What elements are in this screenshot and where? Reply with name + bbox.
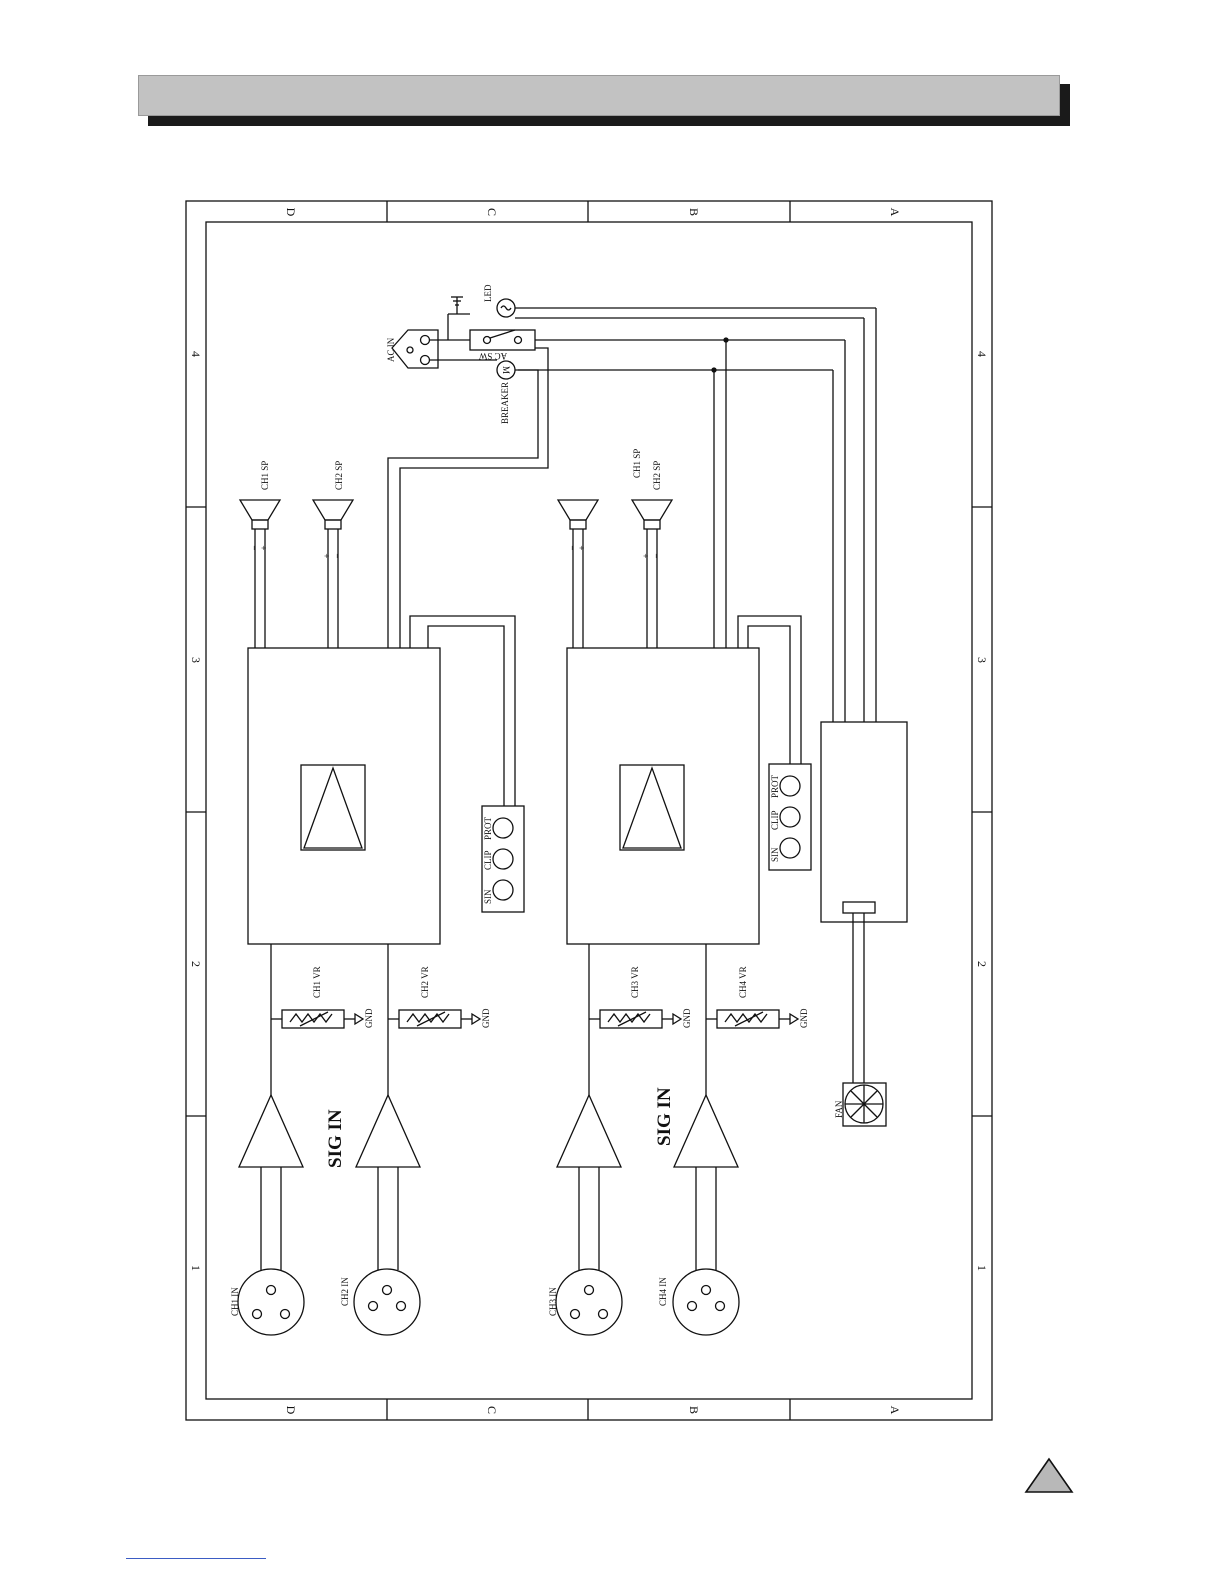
ch3-vr-label: CH3 VR <box>630 966 640 998</box>
gnd-label-4: GND <box>799 1008 809 1028</box>
ch3-in-label: CH3 IN <box>548 1287 558 1316</box>
zone-label-right-4: 4 <box>975 351 989 357</box>
polarity-minus-sp1b: − <box>567 545 577 550</box>
zone-label-left-3: 3 <box>189 657 203 663</box>
inner-frame <box>206 222 972 1399</box>
ch2-speaker-1 <box>313 500 353 520</box>
zone-label-left-2: 2 <box>189 961 203 967</box>
ch3-input-buffer <box>557 1095 621 1167</box>
ch1-sp-label-amp2: CH1 SP <box>632 449 642 478</box>
zone-label-bottom-d: D <box>284 1406 298 1415</box>
triangle-up-icon <box>1026 1459 1072 1492</box>
zone-label-right-3: 3 <box>975 657 989 663</box>
ch4-vr-label: CH4 VR <box>738 966 748 998</box>
ch1-speaker-1 <box>240 500 280 520</box>
led-label: LED <box>483 284 493 302</box>
sin-label-1: SIN <box>483 889 493 904</box>
gnd-label-2: GND <box>481 1008 491 1028</box>
zone-label-top-c: C <box>485 208 499 216</box>
fan-label: FAN <box>834 1100 844 1118</box>
ch1-xlr-input <box>238 1269 304 1335</box>
sig-in-label-1: SIG IN <box>325 1109 346 1168</box>
amp-module-2 <box>567 648 759 944</box>
zone-label-bottom-c: C <box>485 1406 499 1414</box>
ch3-xlr-input <box>556 1269 622 1335</box>
ch1-sp-label-amp1: CH1 SP <box>260 461 270 490</box>
ch4-xlr-input <box>673 1269 739 1335</box>
breaker-symbol: M <box>501 366 511 374</box>
ch1-speaker-2 <box>558 500 598 520</box>
zone-label-top-b: B <box>687 208 701 216</box>
gnd-label-3: GND <box>682 1008 692 1028</box>
polarity-plus-sp1b: + <box>577 545 587 550</box>
clip-label-2: CLIP <box>770 810 780 830</box>
zone-label-right-1: 1 <box>975 1265 989 1271</box>
ac-sw-label: AC SW <box>478 351 507 361</box>
polarity-plus-sp2a: + <box>322 553 332 558</box>
zone-label-left-4: 4 <box>189 351 203 357</box>
polarity-plus-sp2b: + <box>641 553 651 558</box>
clip-label-1: CLIP <box>483 850 493 870</box>
ac-inlet <box>392 330 438 368</box>
ch2-sp-label-amp2: CH2 SP <box>652 461 662 490</box>
zone-label-right-2: 2 <box>975 961 989 967</box>
power-supply-module <box>821 722 907 922</box>
ch1-in-label: CH1 IN <box>230 1287 240 1316</box>
ch2-sp-label-amp1: CH2 SP <box>334 461 344 490</box>
outer-frame <box>186 201 992 1420</box>
ch4-input-buffer <box>674 1095 738 1167</box>
ch1-input-buffer <box>239 1095 303 1167</box>
polarity-plus-sp1a: + <box>259 545 269 550</box>
ac-switch <box>470 330 535 350</box>
ch2-vr-label: CH2 VR <box>420 966 430 998</box>
ac-in-label: AC IN <box>386 337 396 362</box>
breaker-label: BREAKER <box>500 382 510 424</box>
ch2-in-label: CH2 IN <box>340 1277 350 1306</box>
sig-in-label-2: SIG IN <box>654 1087 675 1146</box>
prot-label-2: PROT <box>770 774 780 798</box>
polarity-minus-sp2b: − <box>651 553 661 558</box>
ch2-input-buffer <box>356 1095 420 1167</box>
sin-label-2: SIN <box>770 847 780 862</box>
footer-link-line <box>126 1558 266 1559</box>
ch2-xlr-input <box>354 1269 420 1335</box>
polarity-minus-sp2a: − <box>332 553 342 558</box>
zone-label-left-1: 1 <box>189 1265 203 1271</box>
zone-label-bottom-b: B <box>687 1406 701 1414</box>
zone-label-top-a: A <box>888 208 902 217</box>
ch4-in-label: CH4 IN <box>658 1277 668 1306</box>
prot-label-1: PROT <box>483 816 493 840</box>
zone-label-top-d: D <box>284 208 298 217</box>
ch1-vr-label: CH1 VR <box>312 966 322 998</box>
zone-label-bottom-a: A <box>888 1406 902 1415</box>
polarity-minus-sp1a: − <box>249 545 259 550</box>
ch2-speaker-2 <box>632 500 672 520</box>
amp-module-1 <box>248 648 440 944</box>
gnd-label-1: GND <box>364 1008 374 1028</box>
